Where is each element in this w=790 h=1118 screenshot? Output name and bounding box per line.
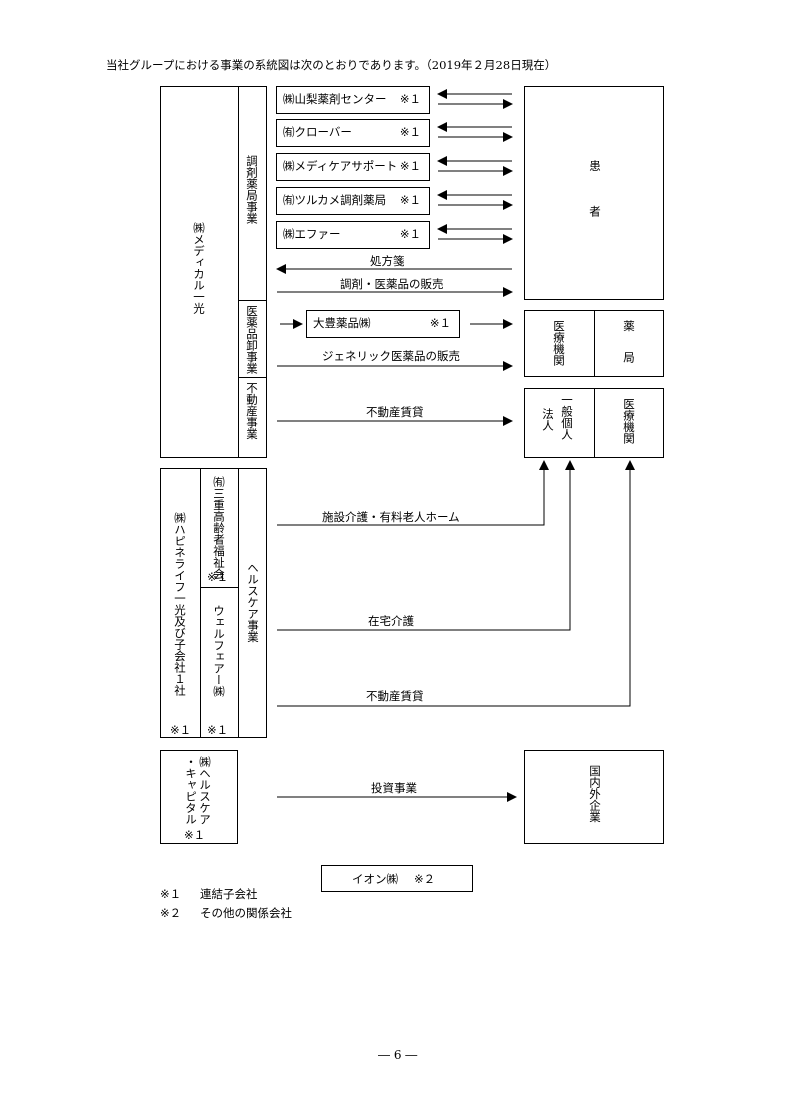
group3-company-line2: ・キャピタル: [184, 756, 198, 825]
domestic-foreign-label: 国内外企業: [588, 765, 602, 823]
domestic-foreign-box: [524, 750, 664, 844]
pharmacy-box-2: ㈲クローバー ※１: [276, 119, 430, 147]
wholesaler-note: ※１: [429, 316, 451, 330]
pharmacy-note: ※１: [399, 92, 421, 106]
medical-institution2-label: 医療機関: [622, 398, 636, 444]
flow-label-investment: 投資事業: [371, 781, 417, 795]
flow-label-realestate1: 不動産賃貸: [366, 405, 424, 419]
arrow-realestate2: [277, 460, 635, 707]
client-divider: [594, 388, 595, 458]
pharmacy-name: ㈱メディケアサポート: [283, 159, 398, 173]
aeon-box: [321, 865, 473, 892]
pharmacy-note: ※１: [399, 159, 421, 173]
aeon-note: ※２: [414, 872, 436, 886]
group1-segment-divider: [238, 86, 239, 458]
group2-divider-b: [238, 468, 239, 738]
page-number: ― 6 ―: [378, 1048, 418, 1062]
segment-divider-1: [238, 300, 267, 301]
pharmacy-name: ㈲クローバー: [283, 125, 352, 139]
group3-box: [160, 750, 238, 844]
corporation-label: 法人: [541, 408, 555, 431]
pharmacy-label: 薬局: [622, 320, 636, 383]
group1-outer-box: [160, 86, 267, 458]
group3-note: ※１: [184, 828, 206, 842]
pharmacy-box-3: ㈱メディケアサポート ※１: [276, 153, 430, 181]
arrow-home-care: [277, 460, 575, 631]
arrow-facility-care: [277, 460, 549, 526]
group2-divider-a: [200, 468, 201, 738]
flow-label-prescription: 処方箋: [370, 254, 405, 268]
patient-label: 患者: [588, 160, 602, 251]
pharmacy-note: ※１: [399, 227, 421, 241]
medical-institution-label: 医療機関: [552, 320, 566, 366]
flow-label-realestate2: 不動産賃貸: [366, 689, 424, 703]
group2-outer-box: [160, 468, 267, 738]
group2-company-name: ㈱ハピネライフ一光及び子会社１社: [173, 512, 187, 696]
segment-realestate: 不動産事業: [245, 382, 259, 440]
group2-sub2-name: ウェルフェアー㈱: [212, 605, 226, 697]
page-header: 当社グループにおける事業の系統図は次のとおりであります。（2019年２月28日現…: [106, 58, 557, 72]
group1-company-name: ㈱メディカル一光: [192, 222, 206, 314]
pharmacy-name: ㈲ツルカメ調剤薬局: [283, 193, 387, 207]
patient-box: [524, 86, 664, 300]
group2-divider-c: [200, 587, 238, 588]
group2-company-note: ※１: [170, 723, 192, 737]
wholesaler-box: 大豊薬品㈱ ※１: [306, 310, 460, 338]
flow-label-generic-sales: ジェネリック医薬品の販売: [322, 349, 460, 363]
pharmacy-name: ㈱エファー: [283, 227, 341, 241]
legend-mark-1: ※１: [160, 887, 182, 901]
flow-label-home-care: 在宅介護: [368, 614, 414, 628]
group2-sub1-name: ㈲三重高齢者福祉会: [212, 476, 226, 580]
legend-text-1: 連結子会社: [200, 887, 258, 901]
segment-wholesale: 医薬品卸事業: [245, 305, 259, 374]
wholesaler-name: 大豊薬品㈱: [313, 316, 371, 330]
segment-divider-2: [238, 377, 267, 378]
flow-label-dispense-sales: 調剤・医薬品の販売: [340, 277, 444, 291]
segment-dispensing: 調剤薬局事業: [245, 155, 259, 224]
pharmacy-box-4: ㈲ツルカメ調剤薬局 ※１: [276, 187, 430, 215]
pharmacy-box-1: ㈱山梨薬剤センター ※１: [276, 86, 430, 114]
segment-healthcare: ヘルスケア事業: [246, 562, 260, 643]
legend-mark-2: ※２: [160, 906, 182, 920]
group2-sub1-note: ※１: [207, 570, 229, 584]
pharmacy-box-5: ㈱エファー ※１: [276, 221, 430, 249]
aeon-name: イオン㈱: [352, 872, 398, 886]
group3-company-line1: ㈱ヘルスケア: [198, 756, 212, 825]
general-individual-label: 一般個人: [560, 394, 574, 440]
pharmacy-note: ※１: [399, 125, 421, 139]
legend-text-2: その他の関係会社: [200, 906, 292, 920]
flow-label-facility-care: 施設介護・有料老人ホーム: [322, 510, 460, 524]
medical-pharmacy-divider: [594, 310, 595, 377]
pharmacy-note: ※１: [399, 193, 421, 207]
group2-sub2-note: ※１: [207, 723, 229, 737]
pharmacy-name: ㈱山梨薬剤センター: [283, 92, 387, 106]
